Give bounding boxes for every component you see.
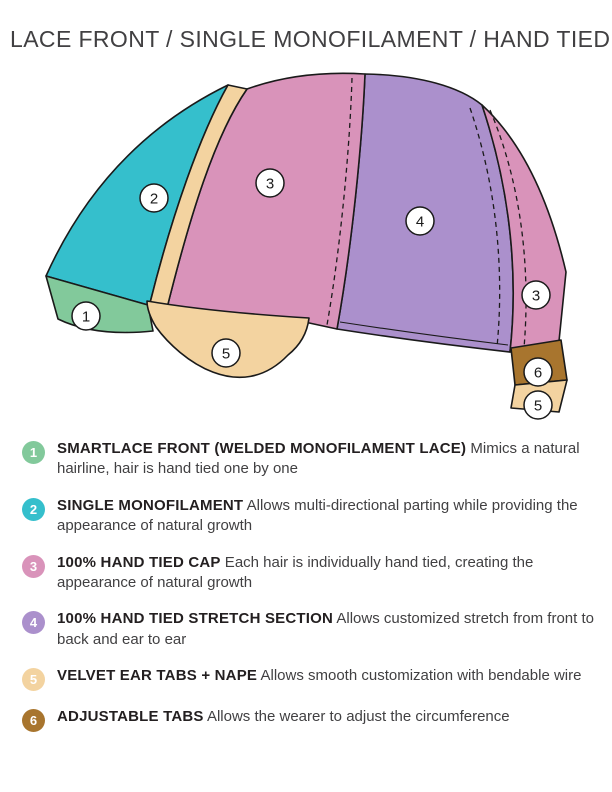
region-marker-label: 3 xyxy=(532,288,540,305)
legend-item-6: 6 ADJUSTABLE TABS Allows the wearer to ad… xyxy=(22,707,596,733)
seam-line xyxy=(469,107,501,348)
region-marker-2 xyxy=(139,183,169,213)
legend-number-badge: 1 xyxy=(22,441,45,464)
legend-item-3: 3 100% HAND TIED CAP Each hair is individ… xyxy=(22,553,596,594)
cap-construction-diagram: 1 2 3 4 3 5 6 5 xyxy=(45,72,568,420)
region-marker-label: 5 xyxy=(534,398,542,415)
legend-item-1: 1 SMARTLACE FRONT (WELDED MONOFILAMENT LA… xyxy=(22,439,596,480)
legend-number-badge: 6 xyxy=(22,709,45,733)
legend-number-badge: 5 xyxy=(22,668,45,692)
legend-number-badge: 2 xyxy=(22,497,45,521)
legend-number-badge: 4 xyxy=(22,611,45,635)
legend-item-4: 4 100% HAND TIED STRETCH SECTION Allows c… xyxy=(22,609,596,650)
region-marker-5 xyxy=(523,390,553,420)
region-marker-3 xyxy=(255,168,285,198)
page-title: LACE FRONT / SINGLE MONOFILAMENT / HAND … xyxy=(10,26,611,52)
legend-item-2: 2 SINGLE MONOFILAMENT Allows multi-direct… xyxy=(22,496,596,537)
legend-number-badge: 3 xyxy=(22,554,45,578)
legend-text: SMARTLACE FRONT (WELDED MONOFILAMENT LAC… xyxy=(57,440,580,478)
region-marker-label: 4 xyxy=(416,214,424,231)
region-marker-label: 2 xyxy=(150,191,158,208)
seam-line xyxy=(326,77,353,326)
region-marker-label: 1 xyxy=(82,309,90,326)
legend-text: VELVET EAR TABS + NAPE Allows smooth cus… xyxy=(57,667,582,685)
region-marker-4 xyxy=(405,206,435,236)
region-marker-label: 6 xyxy=(534,365,542,382)
legend-text: ADJUSTABLE TABS Allows the wearer to adj… xyxy=(57,708,510,726)
region-marker-5 xyxy=(211,338,241,368)
nape-band-seam xyxy=(339,321,509,346)
legend-text: 100% HAND TIED STRETCH SECTION Allows cu… xyxy=(57,610,594,648)
region-marker-label: 5 xyxy=(222,346,230,363)
legend: 1 SMARTLACE FRONT (WELDED MONOFILAMENT LA… xyxy=(0,429,612,733)
region-marker-1 xyxy=(71,301,101,331)
legend-item-5: 5 VELVET EAR TABS + NAPE Allows smooth cu… xyxy=(22,666,596,692)
legend-text: 100% HAND TIED CAP Each hair is individu… xyxy=(57,553,534,591)
region-marker-3 xyxy=(521,280,551,310)
region-marker-label: 3 xyxy=(266,176,274,193)
region-markers: 1 2 3 4 3 5 6 5 xyxy=(71,168,553,420)
seam-line xyxy=(489,109,527,349)
legend-text: SINGLE MONOFILAMENT Allows multi-directi… xyxy=(57,496,578,535)
region-marker-6 xyxy=(523,357,553,387)
